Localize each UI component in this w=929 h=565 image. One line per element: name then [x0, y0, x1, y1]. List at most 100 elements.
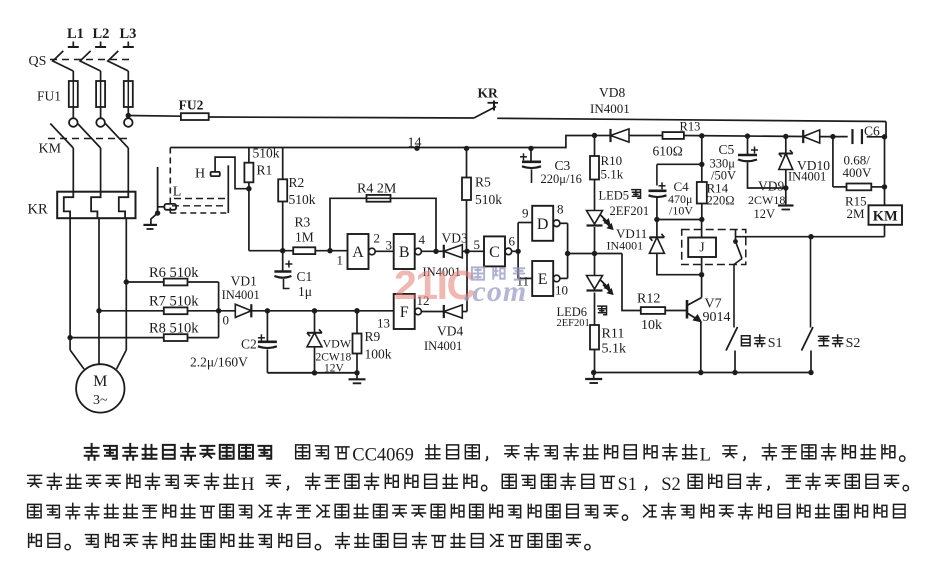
svg-text:R10: R10 [601, 153, 623, 168]
svg-text:2CW18: 2CW18 [316, 352, 352, 364]
svg-text:10: 10 [555, 283, 568, 298]
svg-text:IN4001: IN4001 [590, 101, 630, 116]
svg-text:FU2: FU2 [179, 98, 204, 113]
svg-text:C4: C4 [674, 179, 690, 194]
svg-text:VD1: VD1 [231, 273, 257, 288]
svg-text:0: 0 [223, 313, 230, 328]
svg-text:C6: C6 [864, 124, 880, 139]
svg-text:D: D [537, 216, 549, 233]
svg-text:C2: C2 [241, 337, 257, 352]
svg-text:1M: 1M [295, 230, 314, 245]
svg-text:R1: R1 [257, 163, 273, 178]
svg-text:VD9: VD9 [758, 179, 784, 194]
svg-text:1: 1 [337, 253, 344, 268]
svg-text:VD8: VD8 [599, 85, 625, 100]
svg-text:0.68/: 0.68/ [844, 153, 871, 168]
svg-text:470μ: 470μ [668, 192, 692, 206]
svg-text:IN4001: IN4001 [607, 239, 644, 253]
svg-text:R15: R15 [845, 194, 867, 209]
svg-text:2EF201: 2EF201 [610, 204, 650, 218]
svg-text:S2: S2 [661, 475, 681, 495]
svg-text:J: J [699, 240, 704, 255]
svg-text:R7 510k: R7 510k [149, 294, 199, 310]
svg-text:C: C [489, 244, 500, 261]
svg-text:R13: R13 [680, 120, 701, 134]
svg-text:IN4001: IN4001 [423, 265, 461, 279]
svg-text:KM: KM [873, 208, 898, 224]
svg-text:F: F [400, 304, 409, 321]
svg-text:5: 5 [474, 237, 481, 252]
svg-text:6: 6 [509, 234, 516, 249]
svg-text:C1: C1 [297, 269, 313, 284]
svg-text:KR: KR [28, 202, 48, 218]
svg-text:A: A [352, 244, 364, 261]
svg-text:V7: V7 [705, 297, 722, 312]
svg-text:13: 13 [377, 316, 390, 331]
svg-text:IN4001: IN4001 [424, 339, 462, 353]
svg-text:LED5: LED5 [599, 189, 630, 203]
svg-text:IN4001: IN4001 [788, 170, 826, 184]
svg-text:S1: S1 [768, 336, 783, 351]
svg-text:610Ω: 610Ω [653, 144, 683, 159]
svg-text:9014: 9014 [703, 310, 731, 325]
svg-text:L: L [173, 185, 182, 200]
svg-text:/50V: /50V [711, 169, 736, 183]
svg-text:S2: S2 [846, 336, 861, 351]
svg-text:400V: 400V [843, 165, 873, 180]
svg-text:KR: KR [478, 86, 499, 101]
svg-text:1μ: 1μ [298, 284, 312, 299]
svg-text:10k: 10k [641, 318, 662, 333]
svg-text:IN4001: IN4001 [222, 288, 260, 302]
svg-text:510k: 510k [289, 192, 316, 207]
svg-text:VDW: VDW [323, 337, 352, 351]
svg-text:S1: S1 [617, 475, 637, 495]
svg-text:VD10: VD10 [797, 158, 830, 173]
svg-text:330μ: 330μ [710, 157, 736, 171]
svg-text:VD11: VD11 [616, 226, 647, 241]
svg-text:B: B [399, 244, 410, 261]
svg-text:5.1k: 5.1k [601, 166, 624, 181]
svg-text:R12: R12 [637, 292, 660, 307]
svg-text:LED6: LED6 [557, 305, 588, 319]
svg-text:M: M [93, 373, 107, 390]
svg-text:R2: R2 [289, 175, 305, 190]
svg-text:KM: KM [39, 142, 62, 157]
svg-text:R4 2M: R4 2M [357, 182, 397, 197]
svg-text:/10V: /10V [669, 204, 693, 218]
svg-text:R8 510k: R8 510k [149, 320, 199, 336]
svg-text:R5: R5 [475, 175, 491, 190]
svg-text:510k: 510k [253, 146, 280, 161]
svg-text:510k: 510k [475, 192, 502, 207]
svg-text:4: 4 [419, 232, 426, 247]
svg-text:CC4069: CC4069 [352, 446, 414, 466]
svg-text:100k: 100k [365, 347, 392, 362]
svg-text:L: L [700, 446, 711, 466]
svg-text:FU1: FU1 [37, 89, 61, 104]
svg-text:QS: QS [29, 54, 47, 69]
svg-text:21IC: 21IC [394, 262, 475, 308]
svg-text:L1: L1 [67, 26, 84, 42]
svg-text:2CW18: 2CW18 [748, 193, 785, 207]
svg-text:R11: R11 [602, 327, 625, 342]
svg-text:3: 3 [386, 238, 393, 253]
svg-text:2EF201: 2EF201 [557, 318, 590, 329]
svg-text:12V: 12V [754, 207, 776, 221]
svg-text:8: 8 [557, 202, 564, 217]
svg-text:VD3: VD3 [442, 231, 468, 246]
svg-text:C5: C5 [719, 142, 735, 157]
svg-text:L3: L3 [120, 26, 137, 42]
svg-text:C3: C3 [555, 158, 571, 173]
svg-text:5.1k: 5.1k [602, 342, 627, 357]
svg-text:3~: 3~ [93, 393, 108, 408]
svg-text:2.2μ/160V: 2.2μ/160V [190, 355, 248, 370]
svg-text:H: H [195, 167, 205, 182]
svg-text:R14: R14 [707, 181, 729, 196]
svg-text:.com: .com [464, 275, 527, 308]
svg-text:R9: R9 [365, 329, 381, 344]
svg-text:VD4: VD4 [437, 324, 463, 339]
svg-text:H: H [241, 475, 254, 495]
svg-text:E: E [538, 271, 548, 288]
svg-text:220μ/16: 220μ/16 [541, 172, 582, 186]
svg-text:220Ω: 220Ω [707, 194, 735, 208]
svg-text:2: 2 [374, 231, 381, 246]
